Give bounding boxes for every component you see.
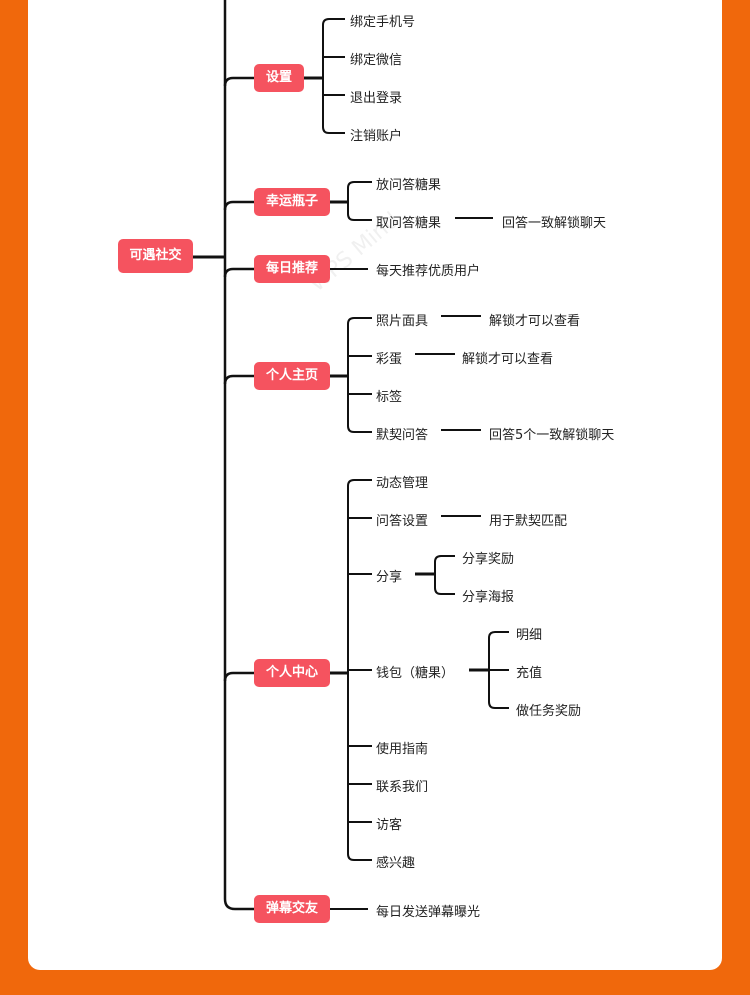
leaf-interested[interactable]: 感兴趣 — [376, 856, 416, 871]
leaf-bind-wechat[interactable]: 绑定微信 — [350, 53, 403, 68]
leaf-egg-unlock[interactable]: 解锁才可以查看 — [462, 352, 554, 367]
leaf-bind-phone[interactable]: 绑定手机号 — [350, 15, 416, 30]
root-node[interactable]: 可遇社交 — [118, 239, 193, 273]
connector — [347, 181, 372, 221]
leaf-visitors[interactable]: 访客 — [376, 818, 403, 833]
leaf-share-poster[interactable]: 分享海报 — [462, 590, 515, 605]
node-personal-center[interactable]: 个人中心 — [254, 659, 330, 687]
leaf-photo-mask[interactable]: 照片面具 — [376, 314, 429, 329]
connector — [223, 374, 254, 385]
node-lucky-bottle[interactable]: 幸运瓶子 — [254, 188, 330, 216]
leaf-delete-account[interactable]: 注销账户 — [350, 129, 403, 144]
mindmap-canvas — [28, 0, 722, 970]
leaf-moments[interactable]: 动态管理 — [376, 476, 429, 491]
connector — [347, 317, 372, 433]
leaf-logout[interactable]: 退出登录 — [350, 91, 403, 106]
leaf-share[interactable]: 分享 — [376, 570, 403, 585]
leaf-qa-settings[interactable]: 问答设置 — [376, 514, 429, 529]
leaf-put-candy[interactable]: 放问答糖果 — [376, 178, 442, 193]
leaf-guide[interactable]: 使用指南 — [376, 742, 429, 757]
leaf-unlock-chat[interactable]: 回答一致解锁聊天 — [502, 216, 607, 231]
leaf-daily-users[interactable]: 每天推荐优质用户 — [376, 264, 481, 279]
leaf-share-reward[interactable]: 分享奖励 — [462, 552, 515, 567]
connector — [223, 671, 254, 682]
node-settings[interactable]: 设置 — [254, 64, 304, 92]
node-daily-recommend[interactable]: 每日推荐 — [254, 255, 330, 283]
node-homepage[interactable]: 个人主页 — [254, 362, 330, 390]
connector — [223, 267, 254, 278]
leaf-wallet[interactable]: 钱包（糖果） — [376, 666, 455, 681]
connector — [223, 76, 254, 87]
node-danmaku[interactable]: 弹幕交友 — [254, 895, 330, 923]
leaf-qa-match[interactable]: 用于默契匹配 — [489, 514, 568, 529]
leaf-tacit-quiz[interactable]: 默契问答 — [376, 428, 429, 443]
leaf-quiz-unlock[interactable]: 回答5个一致解锁聊天 — [489, 428, 615, 443]
leaf-photo-unlock[interactable]: 解锁才可以查看 — [489, 314, 581, 329]
leaf-wallet-recharge[interactable]: 充值 — [516, 666, 543, 681]
connector — [223, 0, 254, 911]
leaf-daily-danmaku[interactable]: 每日发送弹幕曝光 — [376, 905, 481, 920]
connector — [322, 18, 345, 134]
leaf-take-candy[interactable]: 取问答糖果 — [376, 216, 442, 231]
connector — [434, 555, 455, 595]
leaf-easter-egg[interactable]: 彩蛋 — [376, 352, 403, 367]
connector — [223, 200, 254, 211]
leaf-task-reward[interactable]: 做任务奖励 — [516, 704, 582, 719]
leaf-tags[interactable]: 标签 — [376, 390, 403, 405]
leaf-wallet-details[interactable]: 明细 — [516, 628, 543, 643]
leaf-contact[interactable]: 联系我们 — [376, 780, 429, 795]
